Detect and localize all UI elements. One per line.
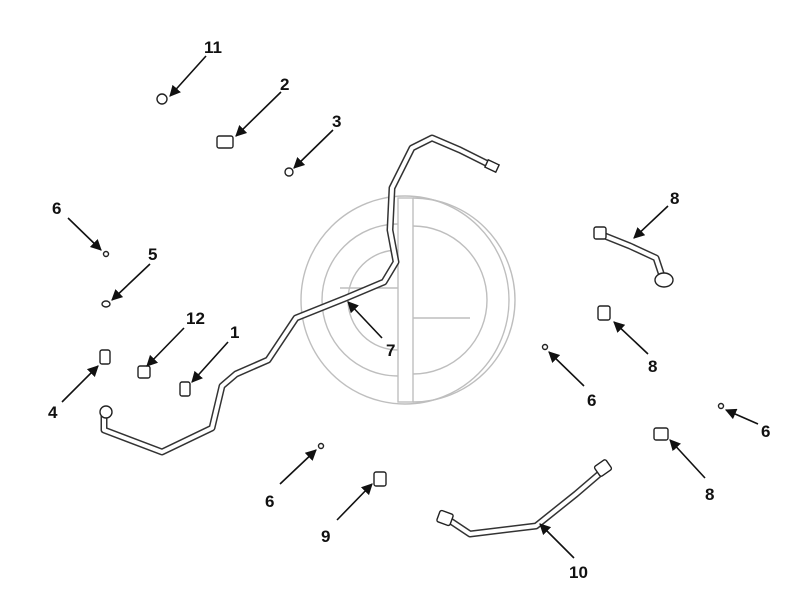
callout-8: 9 bbox=[321, 527, 330, 546]
part-3-nut bbox=[284, 167, 294, 177]
callout-2: 2 bbox=[280, 75, 289, 94]
part-5-ring bbox=[101, 300, 111, 308]
callout-12: 12 bbox=[186, 309, 205, 328]
callout-4: 4 bbox=[48, 403, 58, 422]
part-6-washer-b bbox=[317, 442, 325, 450]
callout-labels: 11 2 3 6 5 12 1 4 7 8 8 6 6 8 6 9 10 bbox=[48, 38, 770, 582]
callout-10: 10 bbox=[569, 563, 588, 582]
callout-6: 6 bbox=[52, 199, 61, 218]
part-8-fitting-c bbox=[653, 427, 669, 441]
part-7-tube bbox=[99, 134, 501, 456]
part-8-fitting-a bbox=[373, 471, 387, 487]
callout-6: 6 bbox=[761, 422, 770, 441]
callout-6: 6 bbox=[265, 492, 274, 511]
part-8-fitting-b bbox=[597, 305, 611, 321]
callout-6: 6 bbox=[587, 391, 596, 410]
callout-11: 11 bbox=[204, 38, 222, 57]
part-6-washer-d bbox=[717, 402, 725, 410]
part-1-fitting bbox=[179, 381, 191, 397]
part-6-washer-c bbox=[541, 343, 549, 351]
callout-9: 8 bbox=[670, 189, 679, 208]
callout-8: 8 bbox=[705, 485, 714, 504]
callout-7: 7 bbox=[386, 341, 395, 360]
part-10-tube bbox=[436, 459, 613, 538]
part-11-nut bbox=[156, 93, 168, 105]
part-9-tube bbox=[593, 226, 674, 288]
fittings bbox=[99, 93, 725, 487]
part-6-washer-a bbox=[102, 250, 110, 258]
callout-1: 1 bbox=[230, 323, 239, 342]
callout-5: 5 bbox=[148, 245, 157, 264]
callout-8: 8 bbox=[648, 357, 657, 376]
part-12-fitting bbox=[137, 365, 151, 379]
callout-3: 3 bbox=[332, 112, 341, 131]
part-4-fitting bbox=[99, 349, 111, 365]
leader-lines bbox=[61, 55, 759, 559]
watermark-logo bbox=[300, 195, 516, 405]
part-2-fitting bbox=[216, 135, 234, 149]
